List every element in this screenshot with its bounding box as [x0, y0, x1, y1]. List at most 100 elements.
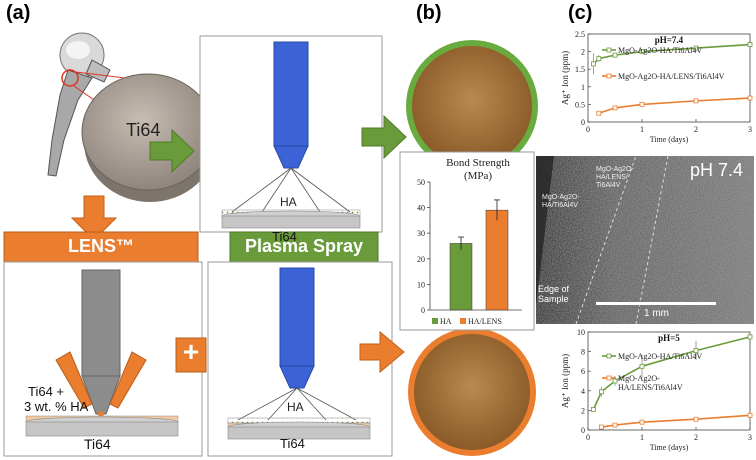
xtick-label: 1: [640, 125, 644, 134]
ytick-label: 6: [581, 367, 585, 376]
panel-label-a: (a): [6, 2, 31, 24]
data-point: [693, 348, 699, 354]
data-point: [747, 42, 753, 47]
legend-label-0: MgO-Ag2O-HA/Ti6Al4V: [618, 352, 702, 361]
arrow-down-to-lens: [70, 195, 118, 241]
sem-ph-label: pH 7.4: [690, 160, 744, 180]
legend-marker-1: [606, 375, 612, 381]
ytick-label: 4: [581, 387, 585, 396]
data-point: [639, 49, 645, 55]
data-point: [599, 389, 604, 395]
sem-image: pH 7.4 MgO-Ag2O- HA/Ti6Al4V MgO-Ag2O- HA…: [536, 156, 754, 324]
data-point: [612, 52, 618, 58]
data-point: [693, 416, 699, 422]
data-point: [639, 363, 645, 369]
data-point: [693, 98, 699, 104]
data-point: [612, 422, 618, 428]
series-line-1: [598, 97, 751, 114]
data-point: [612, 378, 618, 384]
lens-nozzle: [55, 269, 147, 417]
bond-ytick-label: 40: [417, 204, 425, 213]
xtick-label: 3: [748, 125, 752, 134]
y-axis-label: Ag⁺ Ion (ppm): [562, 51, 570, 105]
ytick-label: 8: [581, 348, 585, 357]
bond-chart-unit: (MPa): [463, 170, 493, 182]
plot-frame: [587, 33, 751, 123]
ti64-substrate-top: [221, 209, 361, 229]
panel-label-b: (b): [416, 2, 442, 24]
arrow-right-to-plasma: [149, 128, 195, 174]
legend-label-1: HA/LENS/Ti6Al4V: [618, 383, 683, 392]
hip-implant-illustration: [47, 32, 159, 177]
plasma-nozzle-top: [231, 41, 351, 213]
data-point: [747, 412, 753, 418]
chart-title: pH=7.4: [655, 35, 684, 45]
bond-legend-ha: HA: [440, 317, 452, 326]
ytick-label: 1.5: [575, 65, 585, 74]
xtick-label: 0: [586, 125, 590, 134]
ti64-label-bottom: Ti64: [280, 436, 305, 451]
ytick-label: 2: [581, 406, 585, 415]
data-point: [639, 102, 645, 107]
ti64-substrate-bottom: [227, 417, 371, 440]
ti64-label-top: Ti64: [272, 229, 297, 244]
ytick-label: 0.5: [575, 100, 585, 109]
sem-region-left-label: MgO-Ag2O- HA/Ti6Al4V: [542, 194, 580, 209]
bond-bar-ha-lens: [485, 209, 509, 311]
bond-legend-ha-lens: HA/LENS: [468, 317, 502, 326]
ti64-label-lens: Ti64: [84, 436, 111, 452]
xtick-label: 3: [748, 433, 752, 442]
ytick-label: 1: [581, 83, 585, 92]
data-point: [596, 56, 602, 62]
legend-marker-1: [606, 73, 612, 79]
xtick-label: 0: [586, 433, 590, 442]
arrow-right-to-circle-bottom: [359, 330, 405, 374]
legend-label-1: MgO-Ag2O-: [618, 374, 660, 383]
data-point: [693, 45, 699, 51]
ti64-disc-label: Ti64: [126, 120, 161, 140]
ha-label-bottom: HA: [287, 400, 304, 414]
plot-frame: [587, 331, 751, 431]
ytick-label: 2: [581, 48, 585, 57]
plus-box: [175, 337, 207, 373]
bond-ytick-label: 0: [421, 306, 425, 315]
arrow-right-to-circle-top: [361, 114, 407, 160]
ha-wt-label: 3 wt. % HA: [24, 399, 89, 414]
data-point: [747, 95, 753, 101]
data-point: [612, 105, 618, 111]
legend-label-1: MgO-Ag2O-HA/LENS/Ti6Al4V: [618, 72, 725, 81]
data-point: [590, 407, 596, 412]
ti64-plus-label: Ti64 +: [28, 384, 65, 399]
ytick-label: 0: [581, 118, 585, 127]
bond-legend-swatch-ha-lens: [460, 318, 466, 324]
series-line-0: [592, 336, 751, 410]
ytick-label: 0: [581, 426, 585, 435]
plasma-spray-title: Plasma Spray: [244, 236, 364, 256]
chart-title: pH=5: [658, 333, 680, 343]
data-point: [639, 419, 645, 425]
bond-ytick-label: 50: [417, 178, 425, 187]
data-point: [747, 334, 753, 340]
y-axis-label: Ag⁺ Ion (ppm): [562, 354, 570, 408]
data-point: [599, 424, 604, 430]
ytick-label: 10: [577, 328, 585, 337]
sem-region-mid-label: MgO-Ag2O- HA/LENS/ Ti6Al4V: [596, 166, 634, 189]
x-axis-label: Time (days): [650, 443, 689, 452]
lens-title: LENS™: [67, 236, 134, 256]
data-point: [590, 61, 596, 67]
bond-chart-title: Bond Strength: [446, 157, 510, 169]
sem-scale-label: 1 mm: [644, 308, 669, 319]
legend-marker-0: [606, 47, 612, 53]
bond-ytick-label: 30: [417, 229, 425, 238]
bond-ytick-label: 10: [417, 280, 425, 289]
xtick-label: 2: [694, 125, 698, 134]
plasma-nozzle-bottom: [237, 267, 357, 421]
bond-ytick-label: 20: [417, 255, 425, 264]
xtick-label: 2: [694, 433, 698, 442]
ha-label-top: HA: [280, 195, 297, 209]
x-axis-label: Time (days): [650, 135, 689, 144]
sem-edge-label: Edge of Sample: [538, 284, 570, 304]
